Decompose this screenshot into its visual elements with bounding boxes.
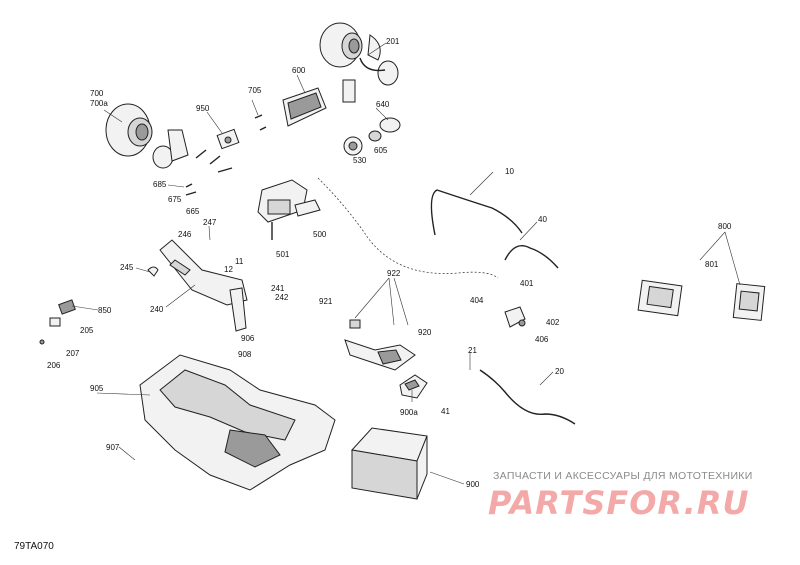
callout-922: 922 [387, 269, 401, 278]
callout-920: 920 [418, 328, 432, 337]
callout-241: 241 [271, 284, 285, 293]
callout-850: 850 [98, 306, 112, 315]
callout-675: 675 [168, 195, 182, 204]
harness-main [317, 177, 499, 279]
callout-700: 700 [90, 89, 104, 98]
callout-240: 240 [150, 305, 164, 314]
gauge-cluster [282, 87, 327, 127]
harness-40 [504, 245, 559, 269]
callout-905: 905 [90, 384, 104, 393]
battery-900 [351, 427, 428, 500]
callout-10: 10 [505, 167, 514, 176]
callout-605: 605 [374, 146, 388, 155]
callout-907: 907 [106, 443, 120, 452]
callout-labels: 201 600 640 605 530 700 700a 950 705 685… [47, 37, 732, 489]
callout-206: 206 [47, 361, 61, 370]
callout-404: 404 [470, 296, 484, 305]
callout-921: 921 [319, 297, 333, 306]
callout-705: 705 [248, 86, 262, 95]
connector-950 [216, 128, 240, 150]
callout-900a: 900a [400, 408, 418, 417]
callout-12: 12 [224, 265, 233, 274]
callout-640: 640 [376, 100, 390, 109]
callout-40: 40 [538, 215, 547, 224]
harness-10 [430, 189, 523, 236]
watermark-tagline: ЗАПЧАСТИ И АКСЕССУАРЫ ДЛЯ МОТОТЕХНИКИ [493, 470, 753, 482]
switch-group [343, 117, 401, 156]
callout-402: 402 [546, 318, 560, 327]
callout-700a: 700a [90, 99, 108, 108]
callout-908: 908 [238, 350, 252, 359]
callout-800: 800 [718, 222, 732, 231]
watermark-logo: PARTSFOR.RU [488, 484, 750, 522]
bolts [185, 114, 267, 196]
callout-21: 21 [468, 346, 477, 355]
callout-205: 205 [80, 326, 94, 335]
bracket-240 [147, 239, 248, 332]
leader-lines [71, 42, 741, 485]
headlight-left [105, 103, 189, 169]
module-500 [257, 179, 321, 240]
callout-245: 245 [120, 263, 134, 272]
callout-950: 950 [196, 104, 210, 113]
diagram-reference-code: 79TA070 [14, 541, 54, 552]
tray-905 [139, 354, 336, 491]
callout-665: 665 [186, 207, 200, 216]
clip-850 [39, 299, 76, 345]
callout-401: 401 [520, 279, 534, 288]
callout-801: 801 [705, 260, 719, 269]
relay-bracket [344, 319, 416, 371]
callout-242: 242 [275, 293, 289, 302]
callout-600: 600 [292, 66, 306, 75]
callout-685: 685 [153, 180, 167, 189]
module-800 [637, 279, 766, 321]
callout-501: 501 [276, 250, 290, 259]
callout-11: 11 [235, 257, 244, 266]
callout-900: 900 [466, 480, 480, 489]
callout-500: 500 [313, 230, 327, 239]
callout-20: 20 [555, 367, 564, 376]
callout-906: 906 [241, 334, 255, 343]
cable-20 [479, 369, 576, 425]
callout-201: 201 [386, 37, 400, 46]
callout-41: 41 [441, 407, 450, 416]
part-402 [504, 306, 526, 328]
callout-530: 530 [353, 156, 367, 165]
callout-406: 406 [535, 335, 549, 344]
headlight-right [319, 22, 399, 103]
callout-247: 247 [203, 218, 217, 227]
callout-207: 207 [66, 349, 80, 358]
callout-246: 246 [178, 230, 192, 239]
connector-41 [399, 374, 428, 399]
